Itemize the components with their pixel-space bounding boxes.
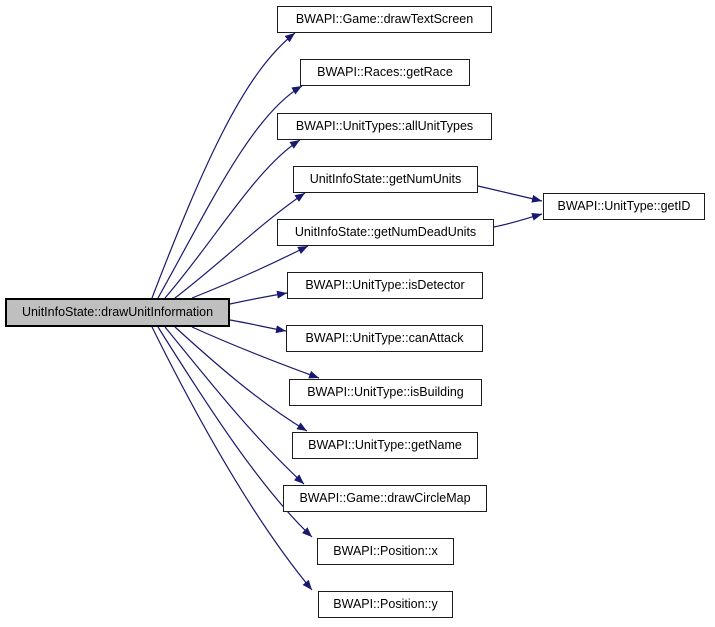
- edge-root-to-getnumdeadunits: [191, 245, 309, 299]
- edge-root-to-canattack: [229, 319, 287, 334]
- node-bwapi-unittype-getid[interactable]: BWAPI::UnitType::getID: [543, 193, 705, 220]
- node-bwapi-unittype-isbuilding[interactable]: BWAPI::UnitType::isBuilding: [289, 379, 482, 406]
- node-unitinfostate-getnumdeadunits[interactable]: UnitInfoState::getNumDeadUnits: [277, 219, 494, 246]
- node-bwapi-unittype-isdetector[interactable]: BWAPI::UnitType::isDetector: [287, 272, 483, 299]
- node-bwapi-unittype-getname[interactable]: BWAPI::UnitType::getName: [292, 432, 478, 459]
- node-bwapi-game-drawtextscreen[interactable]: BWAPI::Game::drawTextScreen: [277, 6, 492, 33]
- edge-root-to-isbuilding: [191, 326, 320, 379]
- edge-root-to-position-x: [157, 326, 313, 538]
- edge-root-to-getnumunits: [174, 192, 306, 299]
- node-unitinfostate-getnumunits[interactable]: UnitInfoState::getNumUnits: [293, 166, 478, 193]
- node-bwapi-position-y[interactable]: BWAPI::Position::y: [318, 591, 453, 618]
- edge-root-to-getname: [174, 326, 308, 432]
- node-bwapi-unittypes-allunittypes[interactable]: BWAPI::UnitTypes::allUnitTypes: [277, 113, 492, 140]
- edge-root-to-getrace: [157, 85, 303, 299]
- edge-root-to-drawcirclemap: [164, 326, 305, 485]
- edge-getnumdeadunits-to-getid: [493, 212, 543, 228]
- node-bwapi-game-drawcirclemap[interactable]: BWAPI::Game::drawCircleMap: [283, 485, 487, 512]
- edge-root-to-allunittypes: [164, 139, 301, 299]
- node-unitinfostate-drawunitinformation: UnitInfoState::drawUnitInformation: [5, 298, 230, 327]
- node-bwapi-races-getrace[interactable]: BWAPI::Races::getRace: [300, 59, 470, 86]
- edge-root-to-position-y: [151, 326, 313, 591]
- edge-getnumunits-to-getid: [477, 185, 543, 203]
- node-bwapi-position-x[interactable]: BWAPI::Position::x: [317, 538, 454, 565]
- edge-root-to-isdetector: [229, 290, 288, 305]
- node-bwapi-unittype-canattack[interactable]: BWAPI::UnitType::canAttack: [286, 325, 483, 352]
- edge-root-to-drawtextscreen: [151, 32, 296, 299]
